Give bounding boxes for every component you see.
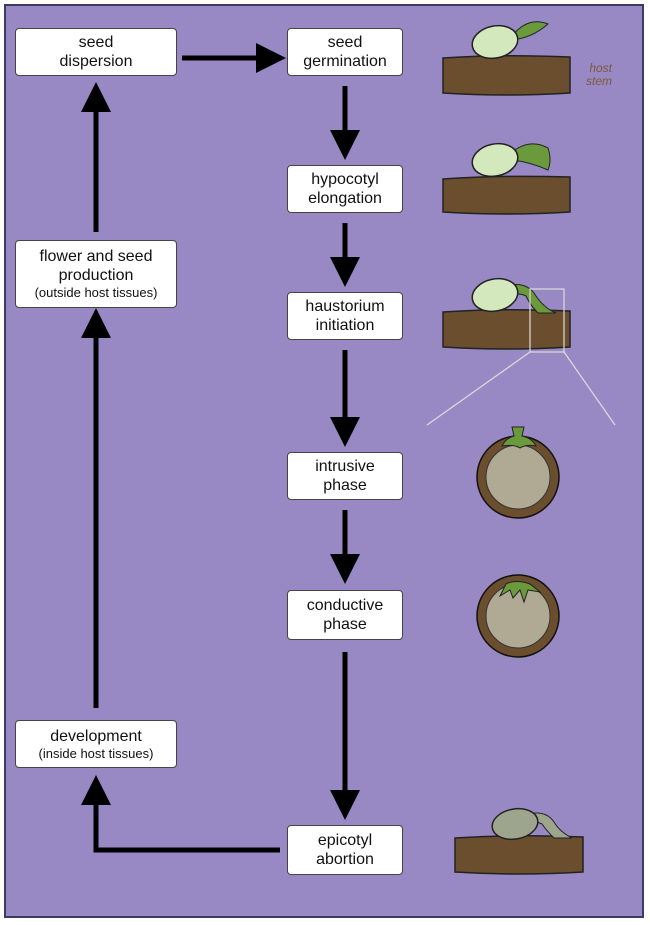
seed-illustration bbox=[471, 24, 519, 60]
box-line1: development bbox=[50, 727, 142, 745]
box-line1: seed bbox=[327, 33, 363, 51]
box-line1: haustorium bbox=[305, 297, 385, 315]
box-line3: (outside host tissues) bbox=[34, 285, 158, 301]
box-line2: phase bbox=[323, 477, 367, 494]
box-hypocotyl-elongation: hypocotyl elongation bbox=[287, 165, 403, 213]
shoot-illustration bbox=[511, 143, 551, 171]
zoom-box bbox=[529, 288, 565, 353]
box-line1: intrusive bbox=[315, 457, 375, 475]
aborted-seed-illustration bbox=[491, 807, 539, 841]
illustration-hypocotyl-elongation bbox=[442, 142, 571, 215]
box-flower-seed-production: flower and seed production (outside host… bbox=[15, 240, 177, 308]
zoom-line-left bbox=[426, 351, 531, 426]
zoom-line-right bbox=[563, 351, 616, 426]
illustration-conductive-phase bbox=[476, 574, 560, 658]
illustration-seed-germination bbox=[442, 21, 571, 96]
box-line1: flower and seed bbox=[39, 248, 153, 266]
box-line1: epicotyl bbox=[317, 831, 373, 849]
box-conductive-phase: conductive phase bbox=[287, 590, 403, 640]
host-stem-label: host stem bbox=[566, 62, 612, 87]
box-intrusive-phase: intrusive phase bbox=[287, 452, 403, 500]
box-line2: production bbox=[58, 267, 134, 285]
box-line2: dispersion bbox=[59, 53, 133, 70]
host-label-line2: stem bbox=[585, 73, 612, 88]
box-haustorium-initiation: haustorium initiation bbox=[287, 292, 403, 340]
box-line1: seed bbox=[78, 33, 114, 51]
box-line2: elongation bbox=[308, 190, 382, 207]
haustorium-illustration bbox=[501, 426, 537, 449]
host-stem-illustration bbox=[442, 175, 571, 215]
seed-illustration bbox=[471, 277, 519, 313]
host-stem-illustration bbox=[442, 308, 571, 350]
illustration-intrusive-phase bbox=[476, 426, 560, 519]
host-stem-illustration bbox=[442, 54, 571, 96]
box-line2: phase bbox=[323, 616, 367, 633]
host-label-line1: host bbox=[589, 61, 612, 75]
illustration-epicotyl-abortion bbox=[454, 807, 584, 875]
box-line1: hypocotyl bbox=[311, 170, 379, 188]
shoot-illustration bbox=[511, 21, 549, 41]
shoot-illustration bbox=[509, 284, 557, 314]
box-line2: (inside host tissues) bbox=[38, 745, 154, 761]
host-cross-section-inner bbox=[485, 583, 551, 649]
seed-illustration bbox=[471, 142, 519, 178]
box-line2: germination bbox=[303, 53, 387, 70]
box-epicotyl-abortion: epicotyl abortion bbox=[287, 825, 403, 875]
host-stem-illustration bbox=[454, 834, 584, 875]
arrow-epicotyl-to-development bbox=[81, 775, 280, 853]
box-line2: abortion bbox=[316, 851, 374, 868]
illustration-haustorium-initiation bbox=[426, 277, 616, 426]
box-line1: conductive bbox=[306, 596, 384, 614]
box-development: development (inside host tissues) bbox=[15, 720, 177, 768]
box-seed-germination: seed germination bbox=[287, 28, 403, 76]
haustorium-illustration bbox=[498, 581, 542, 604]
box-seed-dispersion: seed dispersion bbox=[15, 28, 177, 76]
host-cross-section-inner bbox=[485, 444, 551, 510]
box-line2: initiation bbox=[315, 317, 375, 334]
